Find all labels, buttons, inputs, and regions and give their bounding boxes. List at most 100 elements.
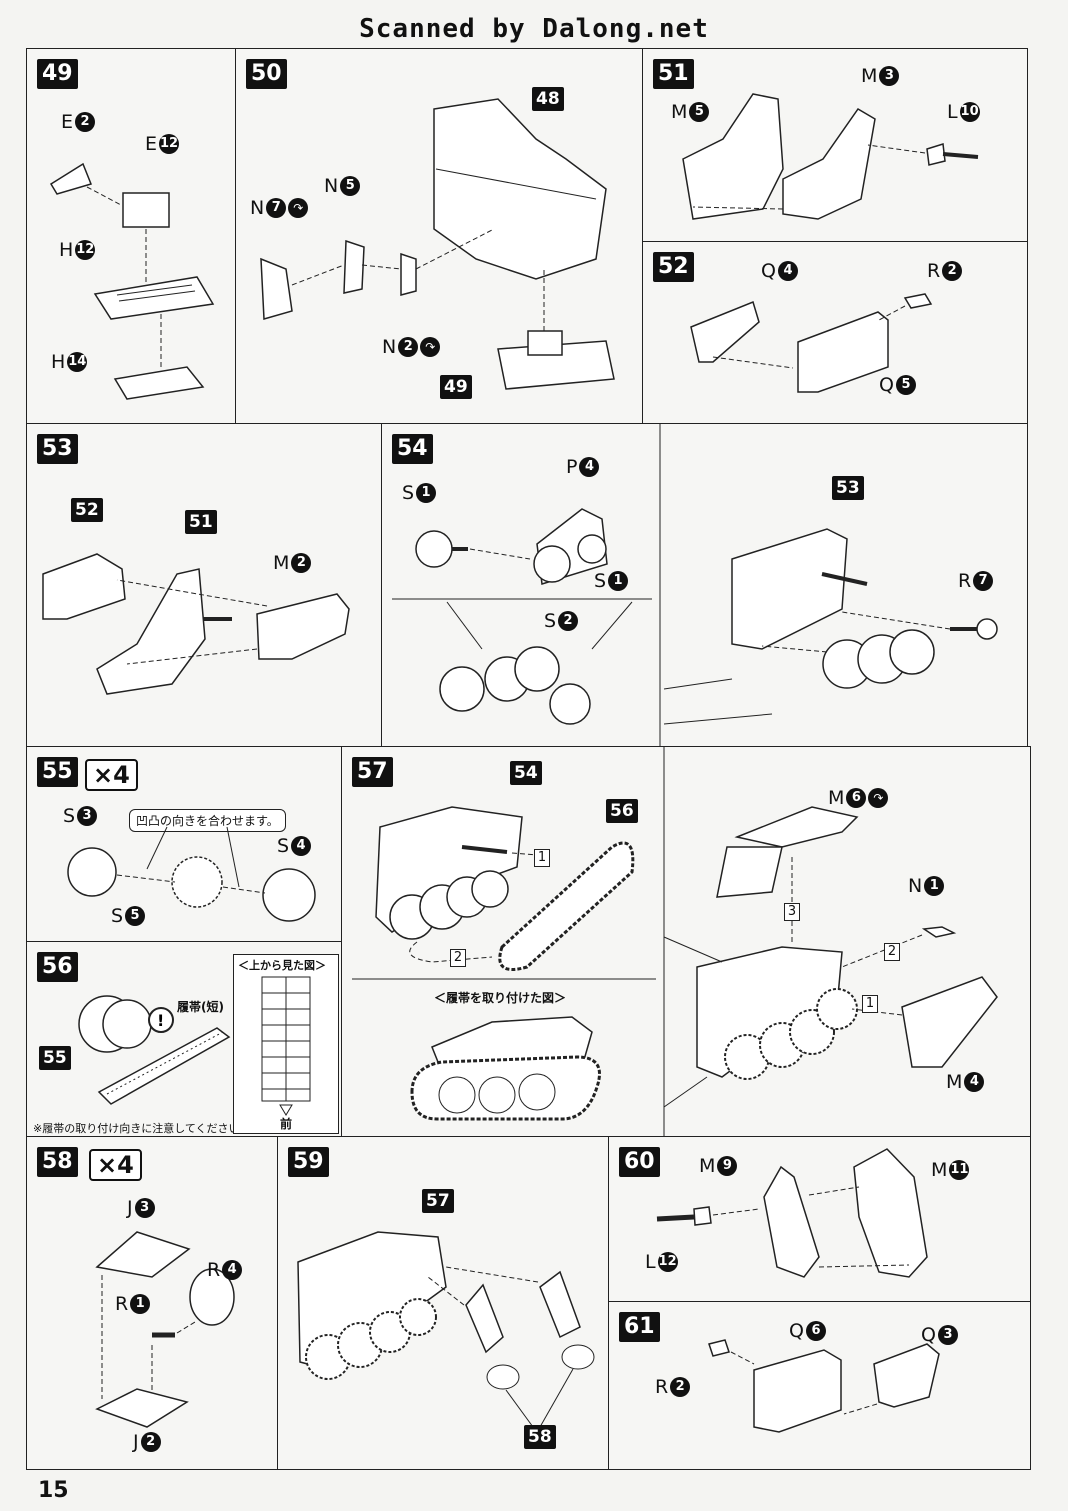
- attached-view-title: ＜履帯を取り付けた図＞: [434, 991, 567, 1005]
- part-number: 10: [959, 102, 980, 122]
- part-number: 6: [805, 1321, 826, 1341]
- part-number: 4: [291, 836, 312, 856]
- part-number: 3: [77, 806, 98, 826]
- step-number: 53: [37, 434, 78, 464]
- part-number: 4: [222, 1260, 243, 1280]
- part-number: 9: [717, 1156, 738, 1176]
- part-number: 2: [140, 1432, 161, 1452]
- part-number: 5: [689, 102, 710, 122]
- part-label: R: [958, 570, 972, 592]
- part-label: Q: [879, 374, 894, 396]
- multiplier: ×4: [89, 1149, 142, 1181]
- part-label: M: [828, 787, 845, 809]
- step-60-diagram: [656, 1148, 928, 1278]
- part-number: 2: [670, 1377, 691, 1397]
- step-ref: 48: [532, 87, 564, 111]
- caution-note: ※履帯の取り付け向きに注意してください。: [33, 1122, 251, 1135]
- track-label: 履帯(短): [177, 1000, 224, 1014]
- part-label: Q: [921, 1324, 936, 1346]
- part-label: M: [671, 101, 688, 123]
- part-label: R: [655, 1376, 669, 1398]
- step-ref: 53: [832, 476, 864, 500]
- part-label: Q: [789, 1320, 804, 1342]
- step-number: 54: [392, 434, 433, 464]
- part-number: 2: [942, 261, 963, 281]
- part-label: N: [324, 175, 339, 197]
- step-number: 60: [619, 1147, 660, 1177]
- part-number: 1: [924, 876, 945, 896]
- part-label: M: [946, 1071, 963, 1093]
- step-ref: 54: [510, 761, 542, 785]
- part-label: H: [51, 351, 66, 373]
- step-ref: 57: [422, 1189, 454, 1213]
- page-number: 15: [38, 1478, 69, 1503]
- step-57-panel: 57 54 56 1 2 3 2 1 ＜履帯を取り付けた: [341, 746, 1031, 1137]
- part-number: 12: [159, 134, 180, 154]
- part-label: M: [699, 1155, 716, 1177]
- step-ref: 55: [39, 1046, 71, 1070]
- part-number: 2: [558, 611, 579, 631]
- step-ref: 52: [71, 498, 103, 522]
- part-label: N: [250, 197, 265, 219]
- part-label: H: [59, 239, 74, 261]
- step-55-diagram: [67, 826, 316, 922]
- part-number: 3: [134, 1198, 155, 1218]
- part-label: L: [645, 1251, 656, 1273]
- top-view-track: [261, 976, 311, 1116]
- part-label: S: [63, 805, 76, 827]
- step-number: 51: [653, 59, 694, 89]
- part-number: 1: [416, 483, 437, 503]
- svg-text:!: !: [157, 1011, 164, 1030]
- step-number: 61: [619, 1312, 660, 1342]
- part-number: 5: [340, 176, 361, 196]
- part-number: 14: [67, 352, 88, 372]
- part-number: 12: [657, 1252, 678, 1272]
- part-number: 3: [937, 1325, 958, 1345]
- step-number: 57: [352, 757, 393, 787]
- part-number: 5: [125, 906, 146, 926]
- step-59-panel: 59 57 58: [277, 1136, 609, 1470]
- sequence-number: 1: [862, 995, 878, 1013]
- scan-header: Scanned by Dalong.net: [359, 14, 709, 44]
- part-label: E: [61, 111, 74, 133]
- part-number: 6: [846, 788, 867, 808]
- sequence-number: 2: [884, 943, 900, 961]
- step-number: 49: [37, 59, 78, 89]
- step-ref: 58: [524, 1425, 556, 1449]
- part-label: M: [861, 65, 878, 87]
- part-label: P: [566, 456, 578, 478]
- part-label: J: [133, 1431, 139, 1453]
- sequence-number: 3: [784, 903, 800, 921]
- step-59-diagram: [297, 1231, 595, 1428]
- part-label: E: [145, 133, 158, 155]
- step-53-diagram: [42, 553, 350, 695]
- part-label: L: [947, 101, 958, 123]
- step-number: 52: [653, 252, 694, 282]
- part-number: 4: [777, 261, 798, 281]
- part-label: R: [115, 1293, 129, 1315]
- sequence-number: 2: [450, 949, 466, 967]
- part-label: Q: [761, 260, 776, 282]
- part-label: S: [544, 610, 557, 632]
- multiplier: ×4: [85, 759, 138, 791]
- step-number: 55: [37, 757, 78, 787]
- part-number: 2: [398, 337, 419, 357]
- step-57-diagram: [352, 747, 998, 1136]
- step-number: 59: [288, 1147, 329, 1177]
- part-label: R: [207, 1259, 221, 1281]
- part-label: S: [594, 570, 607, 592]
- part-label: R: [927, 260, 941, 282]
- step-number: 58: [37, 1147, 78, 1177]
- part-label: M: [273, 552, 290, 574]
- part-number: 1: [608, 571, 629, 591]
- part-label: J: [127, 1197, 133, 1219]
- step-49-diagram: [49, 162, 215, 400]
- part-number: 2: [75, 112, 96, 132]
- part-label: S: [402, 482, 415, 504]
